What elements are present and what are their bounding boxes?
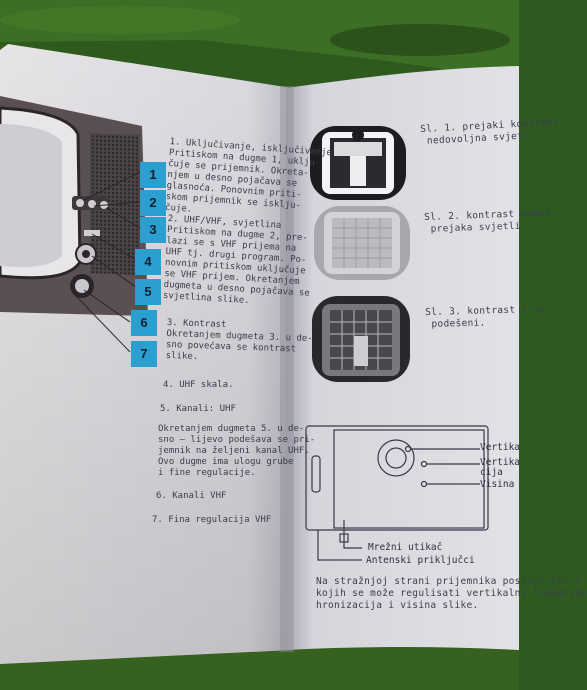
rear-panel-drawing [305,425,489,561]
tv-screen-3 [312,296,410,382]
badge-6: 6 [131,310,157,336]
item-5-heading: 5. Kanali: UHF [160,404,236,414]
item-5-text: Okretanjem dugmeta 5. u de- sno – lijevo… [158,424,316,478]
badge-7: 7 [131,341,157,367]
badge-2: 2 [140,190,166,216]
rear-panel-description: Na stražnjoj strani prijemnika postoje t… [316,576,587,611]
caption-sl-3: Sl. 3. kontrast i sv podešeni. [425,303,546,330]
tv-screen-1 [310,126,406,200]
badge-3: 3 [140,217,166,243]
caption-sl-2: Sl. 2. kontrast nedov prejaka svjetli [424,207,551,235]
badge-4: 4 [135,249,161,275]
item-3-text: 3. Kontrast Okretanjem dugmeta 3. u de- … [165,318,313,363]
badge-5: 5 [135,279,161,305]
label-height: Visina [480,479,515,490]
label-vertical-1: Vertika [480,442,521,453]
label-mains-plug: Mrežni utikač [368,542,443,553]
item-1-text: 1. Uključivanje, isključivanje Pritiskom… [164,137,333,215]
item-6-text: 6. Kanali VHF [156,491,227,501]
badge-1: 1 [140,162,166,188]
tv-screen-2 [314,206,410,280]
item-2-text: 2. UHF/VHF, svjetlina Pritiskom na dugme… [162,214,311,307]
label-antenna: Antenski priključci [366,555,475,566]
item-7-text: 7. Fina regulacija VHF [152,515,272,525]
item-4-text: 4. UHF skala. [163,380,234,390]
label-vertical-2: Vertika cija [480,457,521,478]
